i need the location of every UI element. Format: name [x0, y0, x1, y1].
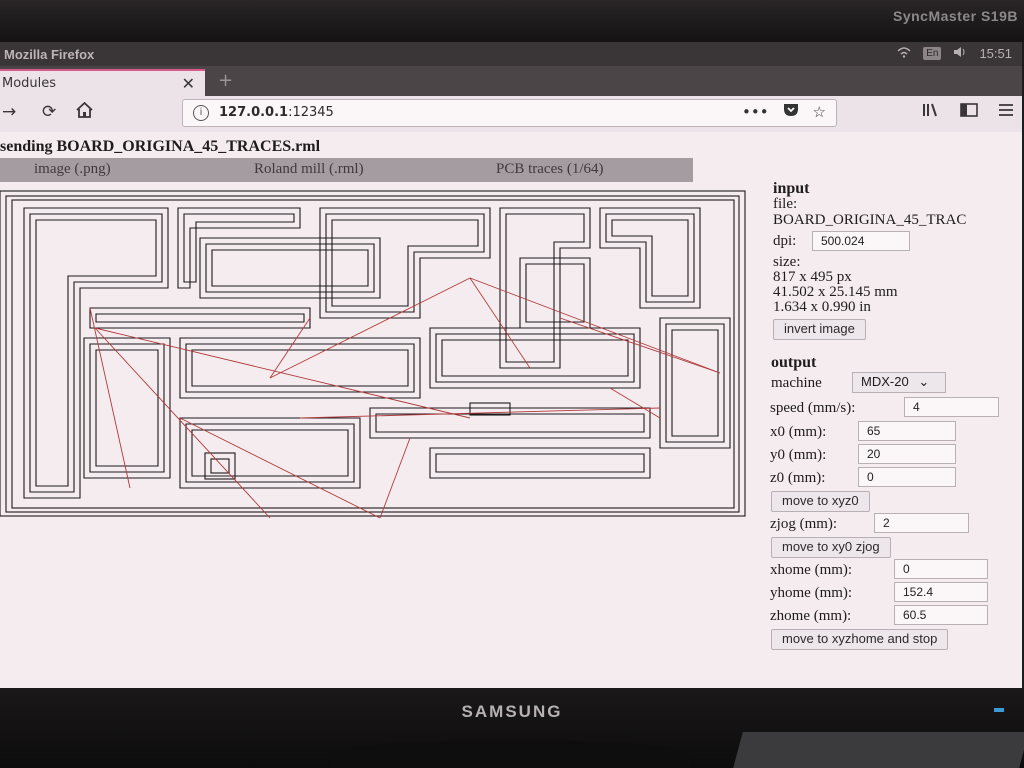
system-tray: En 15:51: [897, 46, 1012, 61]
page-content: sending BOARD_ORIGINA_45_TRACES.rml imag…: [0, 132, 1022, 688]
monitor-brand-logo: SAMSUNG: [461, 702, 563, 721]
pcb-toolpath-preview: [0, 190, 746, 519]
size-pixels: 817 x 495 px: [773, 269, 852, 285]
size-millimeters: 41.502 x 25.145 mm: [773, 284, 898, 300]
module-pcb-traces[interactable]: PCB traces (1/64): [496, 161, 604, 177]
machine-select-value: MDX-20: [861, 374, 909, 389]
tab-modules[interactable]: Modules ✕: [0, 69, 205, 96]
module-roland-mill[interactable]: Roland mill (.rml): [254, 161, 364, 177]
sidebar-icon[interactable]: [960, 103, 978, 121]
url-bar[interactable]: i 127.0.0.1:12345 ••• ☆: [182, 99, 837, 127]
status-message: sending BOARD_ORIGINA_45_TRACES.rml: [0, 138, 321, 155]
file-label: file:: [773, 196, 798, 212]
chevron-down-icon: ⌄: [918, 374, 930, 389]
close-tab-icon[interactable]: ✕: [181, 74, 195, 93]
move-to-xyzhome-and-stop-button[interactable]: move to xyzhome and stop: [771, 629, 949, 650]
monitor-model-label: SyncMaster S19B: [892, 8, 1018, 24]
info-icon[interactable]: i: [193, 105, 209, 121]
tab-label: Modules: [2, 76, 57, 91]
monitor-bezel-top: SyncMaster S19B: [0, 0, 1024, 42]
navigation-toolbar: → ⟳ i 127.0.0.1:12345 ••• ☆: [0, 96, 1022, 133]
speed-label: speed (mm/s):: [770, 400, 856, 416]
bookmark-star-icon[interactable]: ☆: [812, 103, 826, 121]
os-top-bar: Mozilla Firefox En 15:51: [0, 42, 1022, 66]
monitor-stand: [330, 740, 690, 768]
z0-input[interactable]: 0: [858, 467, 956, 487]
x0-input[interactable]: 65: [858, 421, 956, 441]
url-bar-actions: ••• ☆: [742, 103, 826, 121]
wifi-icon[interactable]: [897, 46, 911, 61]
volume-icon[interactable]: [953, 46, 967, 61]
module-bar: image (.png) Roland mill (.rml) PCB trac…: [0, 158, 693, 182]
pocket-icon[interactable]: [783, 103, 799, 121]
move-to-xy0-zjog-button[interactable]: move to xy0 zjog: [771, 537, 891, 558]
size-inches: 1.634 x 0.990 in: [773, 299, 871, 315]
reload-icon[interactable]: ⟳: [42, 102, 57, 122]
zjog-input[interactable]: 2: [874, 513, 969, 533]
library-icon[interactable]: [922, 103, 940, 121]
input-heading: input: [773, 180, 810, 197]
xhome-input[interactable]: 0: [894, 559, 988, 579]
move-to-xyz0-button[interactable]: move to xyz0: [771, 491, 870, 512]
x0-label: x0 (mm):: [770, 424, 827, 440]
machine-select[interactable]: MDX-20 ⌄: [852, 372, 946, 393]
home-icon[interactable]: [76, 101, 93, 123]
z0-label: z0 (mm):: [770, 470, 826, 486]
module-image-png[interactable]: image (.png): [34, 161, 111, 177]
yhome-label: yhome (mm):: [770, 585, 853, 601]
dpi-input[interactable]: 500.024: [812, 231, 910, 251]
yhome-input[interactable]: 152.4: [894, 582, 988, 602]
speed-input[interactable]: 4: [904, 397, 999, 417]
hamburger-menu-icon[interactable]: [998, 103, 1014, 121]
browser-toolbar-right: [922, 103, 1014, 121]
os-app-title: Mozilla Firefox: [4, 47, 95, 62]
more-dots-icon[interactable]: •••: [742, 103, 769, 121]
url-text: 127.0.0.1:12345: [219, 105, 334, 120]
clock[interactable]: 15:51: [979, 46, 1012, 61]
machine-label: machine: [771, 375, 822, 391]
forward-arrow-icon[interactable]: →: [2, 102, 17, 122]
size-label: size:: [773, 254, 801, 270]
file-name: BOARD_ORIGINA_45_TRAC: [773, 212, 967, 228]
screen: Mozilla Firefox En 15:51 Modules ✕ + → ⟳…: [0, 42, 1022, 688]
zhome-label: zhome (mm):: [770, 608, 852, 624]
keyboard-language-indicator[interactable]: En: [923, 47, 942, 60]
new-tab-plus-icon[interactable]: +: [218, 70, 234, 91]
output-heading: output: [771, 354, 817, 371]
desk-object: [733, 732, 1024, 768]
zjog-label: zjog (mm):: [770, 516, 838, 532]
invert-image-button[interactable]: invert image: [773, 319, 866, 340]
dpi-label: dpi:: [773, 233, 797, 249]
zhome-input[interactable]: 60.5: [894, 605, 988, 625]
tab-strip: Modules ✕ +: [0, 66, 1022, 96]
y0-input[interactable]: 20: [858, 444, 956, 464]
power-led-icon: [994, 708, 1004, 712]
y0-label: y0 (mm):: [770, 447, 827, 463]
xhome-label: xhome (mm):: [770, 562, 853, 578]
